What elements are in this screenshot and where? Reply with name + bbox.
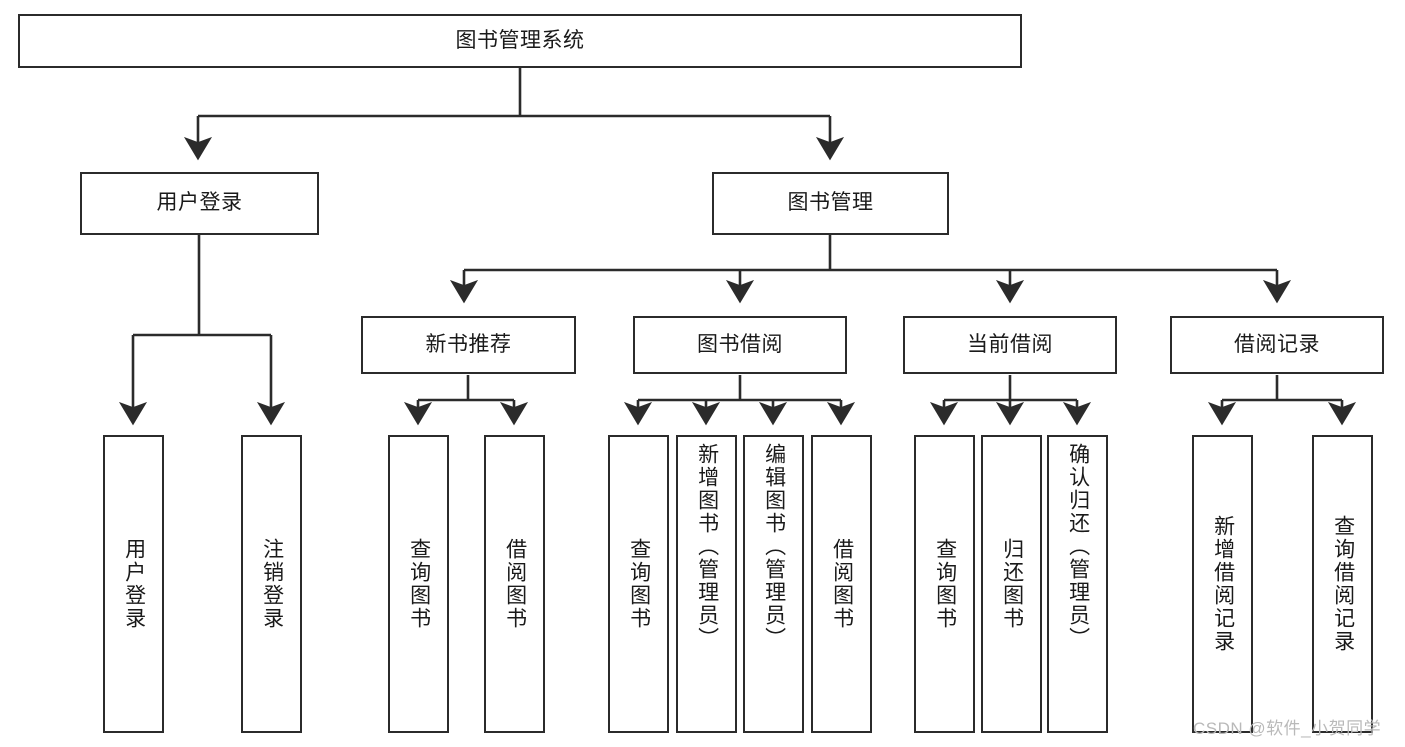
node-leaf-user-login-label: 用户登录 bbox=[122, 538, 146, 630]
csdn-watermark: CSDN @软件_小贺同学 bbox=[1193, 719, 1382, 738]
node-book-manage[interactable]: 图书管理 bbox=[712, 172, 949, 235]
node-leaf-user-login[interactable]: 用户登录 bbox=[103, 435, 164, 733]
node-leaf-query-book-3-label: 查询图书 bbox=[933, 538, 957, 630]
node-leaf-confirm-return-label: 确认归还（管理员） bbox=[1066, 443, 1090, 650]
node-root-label: 图书管理系统 bbox=[455, 28, 585, 52]
node-root[interactable]: 图书管理系统 bbox=[18, 14, 1022, 68]
node-leaf-borrow-book-2-label: 借阅图书 bbox=[830, 538, 854, 630]
node-current-borrow[interactable]: 当前借阅 bbox=[903, 316, 1117, 374]
node-leaf-query-book-2[interactable]: 查询图书 bbox=[608, 435, 669, 733]
node-leaf-add-record[interactable]: 新增借阅记录 bbox=[1192, 435, 1253, 733]
node-leaf-query-book-1[interactable]: 查询图书 bbox=[388, 435, 449, 733]
node-leaf-add-record-label: 新增借阅记录 bbox=[1211, 515, 1235, 653]
node-leaf-edit-book[interactable]: 编辑图书（管理员） bbox=[743, 435, 804, 733]
node-leaf-add-book[interactable]: 新增图书（管理员） bbox=[676, 435, 737, 733]
node-current-borrow-label: 当前借阅 bbox=[967, 332, 1053, 356]
node-leaf-query-record[interactable]: 查询借阅记录 bbox=[1312, 435, 1373, 733]
node-book-borrow[interactable]: 图书借阅 bbox=[633, 316, 847, 374]
node-leaf-logout-login[interactable]: 注销登录 bbox=[241, 435, 302, 733]
node-new-book-recommend-label: 新书推荐 bbox=[425, 332, 512, 356]
node-leaf-query-book-3[interactable]: 查询图书 bbox=[914, 435, 975, 733]
node-leaf-return-book[interactable]: 归还图书 bbox=[981, 435, 1042, 733]
node-leaf-edit-book-label: 编辑图书（管理员） bbox=[762, 443, 786, 650]
node-user-login-label: 用户登录 bbox=[156, 191, 243, 215]
node-leaf-confirm-return[interactable]: 确认归还（管理员） bbox=[1047, 435, 1108, 733]
node-leaf-logout-login-label: 注销登录 bbox=[260, 538, 284, 630]
node-leaf-borrow-book-1-label: 借阅图书 bbox=[503, 538, 527, 630]
node-book-manage-label: 图书管理 bbox=[787, 191, 874, 215]
node-leaf-query-record-label: 查询借阅记录 bbox=[1331, 515, 1355, 653]
node-book-borrow-label: 图书借阅 bbox=[697, 332, 783, 356]
node-leaf-borrow-book-1[interactable]: 借阅图书 bbox=[484, 435, 545, 733]
node-leaf-return-book-label: 归还图书 bbox=[1000, 538, 1024, 630]
node-leaf-add-book-label: 新增图书（管理员） bbox=[695, 443, 719, 650]
node-leaf-query-book-1-label: 查询图书 bbox=[407, 538, 431, 630]
node-borrow-record-label: 借阅记录 bbox=[1234, 332, 1320, 356]
node-user-login[interactable]: 用户登录 bbox=[80, 172, 319, 235]
node-leaf-borrow-book-2[interactable]: 借阅图书 bbox=[811, 435, 872, 733]
node-new-book-recommend[interactable]: 新书推荐 bbox=[361, 316, 576, 374]
node-borrow-record[interactable]: 借阅记录 bbox=[1170, 316, 1384, 374]
node-leaf-query-book-2-label: 查询图书 bbox=[627, 538, 651, 630]
